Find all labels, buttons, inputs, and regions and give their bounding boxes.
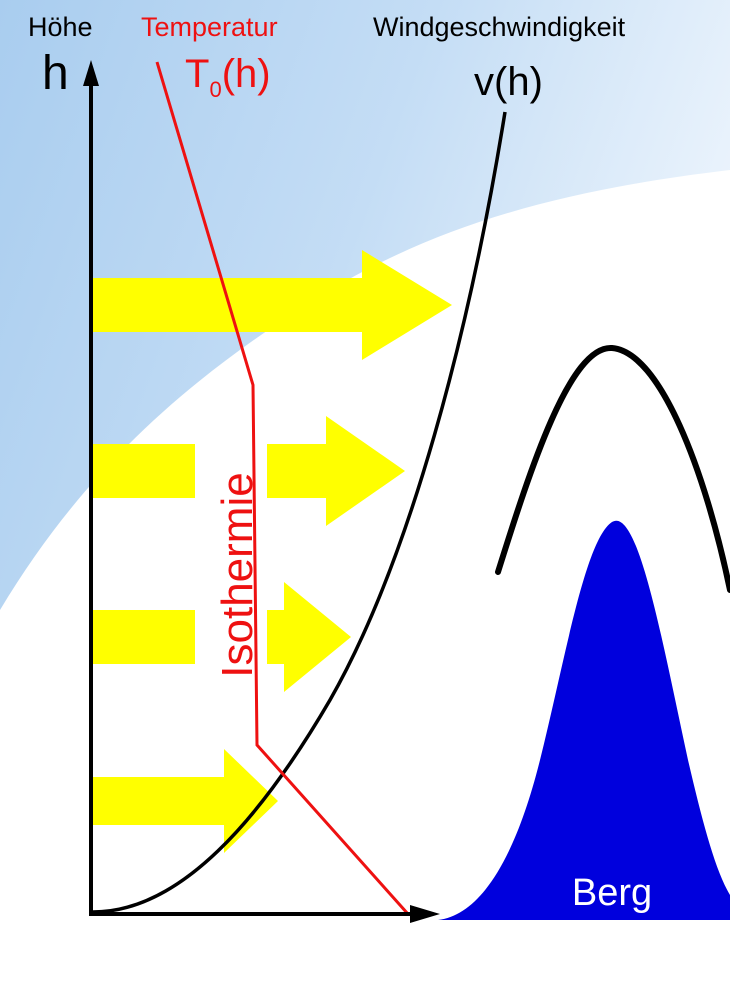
axis-arrow-right-icon: [410, 905, 440, 923]
label-temperatur: Temperatur: [141, 12, 278, 42]
label-berg: Berg: [571, 872, 653, 914]
temperature-curve: [155, 61, 410, 915]
label-t0h: T0(h): [185, 52, 271, 101]
label-hoehe: Höhe: [28, 12, 93, 42]
label-h: h: [42, 47, 69, 100]
label-t0-sub: 0: [209, 77, 222, 102]
axis-arrow-up-icon: [83, 60, 99, 86]
label-isothermie: Isothermie: [213, 472, 262, 678]
label-vh: v(h): [474, 60, 543, 104]
label-t0-main: T: [185, 52, 210, 96]
mountain-airflow-arc: [495, 344, 730, 593]
wind-speed-curve: [92, 111, 507, 914]
label-t0-arg: (h): [221, 52, 271, 96]
wind-arrow-1: [92, 250, 452, 360]
mountain-shape: [438, 520, 730, 920]
label-windgeschwindigkeit: Windgeschwindigkeit: [373, 12, 626, 42]
axes: [83, 60, 440, 923]
wind-arrow-4: [92, 749, 278, 853]
